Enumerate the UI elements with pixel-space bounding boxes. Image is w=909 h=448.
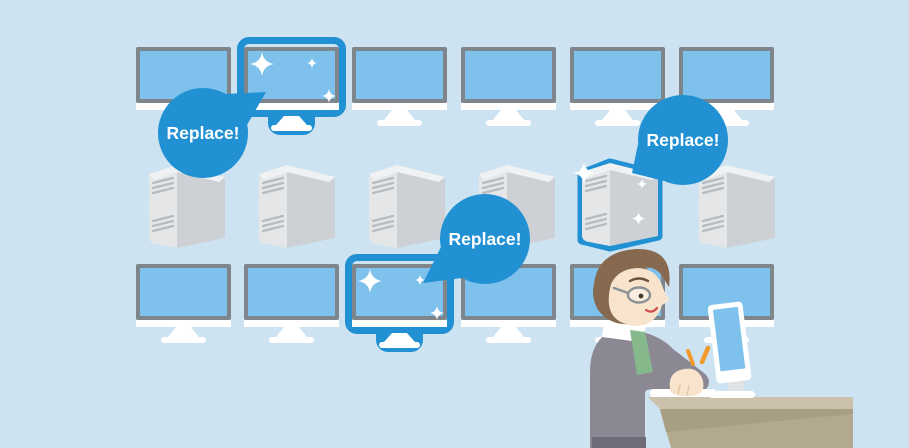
sparkle-icon bbox=[250, 52, 274, 76]
monitor-stand bbox=[276, 116, 307, 125]
monitor-base bbox=[486, 120, 531, 126]
suit-jacket bbox=[590, 329, 709, 448]
top-monitor-6 bbox=[679, 47, 774, 126]
speech-bubble-1: Replace! bbox=[158, 88, 266, 178]
bubble-body bbox=[158, 88, 248, 178]
monitor-stand bbox=[384, 333, 415, 342]
bubble-body bbox=[638, 95, 728, 185]
monitor-stand bbox=[384, 110, 415, 120]
sparkle-icon bbox=[307, 58, 317, 68]
monitor-base bbox=[269, 337, 314, 343]
monitor-chin bbox=[570, 320, 665, 327]
impact-exclamation-icon bbox=[686, 349, 695, 366]
monitor-base bbox=[377, 120, 422, 126]
monitor-stand bbox=[168, 327, 199, 337]
pc-tower-icon bbox=[577, 158, 663, 252]
impact-exclamation-icon bbox=[699, 345, 711, 365]
tower-6 bbox=[697, 152, 775, 248]
hand bbox=[669, 368, 704, 397]
monitor-screen bbox=[140, 268, 227, 316]
monitor-chin bbox=[461, 320, 556, 327]
bubble-label: Replace! bbox=[449, 229, 522, 249]
speech-bubble-3: Replace! bbox=[632, 95, 728, 185]
sparkle-icon bbox=[430, 306, 444, 320]
top-monitor-4 bbox=[461, 47, 556, 126]
monitor-chin bbox=[679, 103, 774, 110]
monitor-screen bbox=[574, 51, 661, 99]
pc-tower-icon bbox=[259, 165, 335, 248]
desk-monitor-base bbox=[709, 391, 755, 398]
monitor-stand bbox=[602, 110, 633, 120]
monitor-base bbox=[704, 120, 749, 126]
tower-5-highlighted bbox=[573, 150, 663, 252]
office-worker-at-desk bbox=[590, 248, 853, 448]
eye bbox=[638, 293, 644, 299]
monitor-chin bbox=[352, 103, 447, 110]
monitor-screen bbox=[356, 51, 443, 99]
monitor-screen bbox=[465, 51, 552, 99]
hair-front bbox=[593, 248, 670, 318]
necktie bbox=[630, 330, 653, 375]
tower-3 bbox=[367, 152, 445, 248]
pc-tower-icon bbox=[369, 165, 445, 248]
desk-monitor-screen bbox=[712, 306, 746, 372]
sparkle-icon bbox=[637, 179, 647, 189]
monitor-chin bbox=[352, 320, 447, 327]
bottom-monitor-1 bbox=[136, 264, 231, 343]
desk-top bbox=[648, 397, 853, 409]
monitor-screen bbox=[248, 268, 335, 316]
monitor-chin bbox=[461, 103, 556, 110]
top-monitor-5 bbox=[570, 47, 665, 126]
monitor-base bbox=[161, 337, 206, 343]
finger-lines bbox=[677, 384, 690, 396]
monitor-chin bbox=[244, 320, 339, 327]
monitor-screen bbox=[683, 51, 770, 99]
monitor-stand bbox=[276, 327, 307, 337]
eyebrow bbox=[628, 277, 650, 283]
monitor-chin bbox=[136, 320, 231, 327]
monitor-chin bbox=[570, 103, 665, 110]
top-monitor-2-highlighted bbox=[237, 37, 346, 135]
trousers bbox=[592, 437, 646, 448]
monitor-stand bbox=[711, 110, 742, 120]
tower-2 bbox=[257, 152, 335, 248]
bubble-tail bbox=[225, 92, 266, 125]
bubble-body bbox=[440, 194, 530, 284]
bubble-label: Replace! bbox=[647, 130, 720, 150]
mouth bbox=[644, 306, 659, 313]
bottom-monitor-2 bbox=[244, 264, 339, 343]
speech-bubble-2: Replace! bbox=[423, 194, 530, 284]
top-monitor-3 bbox=[352, 47, 447, 126]
sparkle-icon bbox=[573, 162, 595, 184]
monitor-base bbox=[595, 120, 640, 126]
glasses-temple bbox=[612, 286, 630, 295]
monitor-base bbox=[379, 342, 420, 348]
bubble-label: Replace! bbox=[167, 123, 240, 143]
monitor-stand bbox=[493, 110, 524, 120]
monitor-base bbox=[271, 125, 312, 131]
sparkle-icon bbox=[322, 89, 336, 103]
monitor-stand bbox=[493, 327, 524, 337]
sparkle-icon bbox=[632, 212, 645, 225]
bubble-tail bbox=[423, 247, 462, 283]
desk-front-shading bbox=[660, 409, 853, 432]
sparkle-icon bbox=[358, 269, 382, 293]
desk-monitor bbox=[707, 301, 752, 384]
monitor-base bbox=[486, 337, 531, 343]
monitor-chin bbox=[244, 103, 339, 110]
sparkle-icon bbox=[415, 275, 425, 285]
pc-tower-icon bbox=[699, 165, 775, 248]
